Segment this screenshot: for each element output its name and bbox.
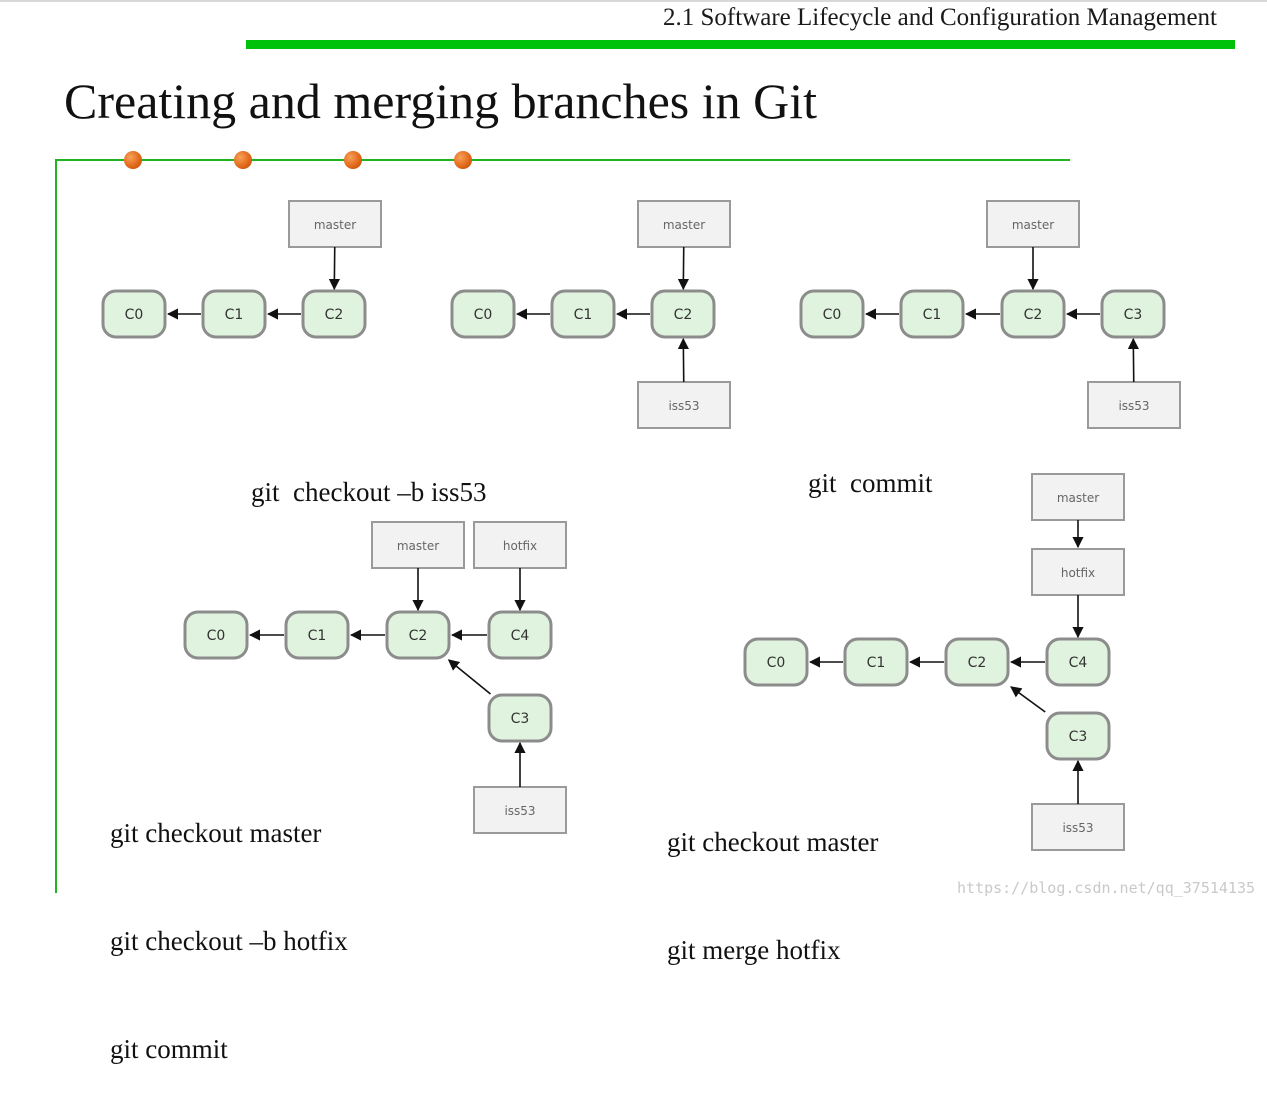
command-line: git checkout master	[110, 815, 348, 851]
commit-label: C2	[1024, 307, 1043, 323]
command-line: git commit	[808, 465, 933, 501]
commit-label: C4	[511, 628, 530, 644]
commit-label: C1	[225, 307, 244, 323]
commit-label: C1	[308, 628, 327, 644]
ref-label: iss53	[1118, 399, 1149, 413]
ref-label: hotfix	[503, 539, 537, 553]
commit-label: C1	[923, 307, 942, 323]
ref-label: master	[663, 218, 705, 232]
commit-label: C4	[1069, 655, 1088, 671]
command-block-merge: git checkout master git merge hotfix	[667, 752, 878, 1004]
command-line: git merge hotfix	[667, 932, 878, 968]
commit-label: C2	[409, 628, 428, 644]
diagram-panel-2: C0 C1 C2 master iss53	[452, 201, 730, 428]
diagram-panel-1: C0 C1 C2 master	[103, 201, 381, 337]
ref-label: master	[1057, 491, 1099, 505]
command-block-checkout-iss53: git checkout –b iss53	[251, 402, 486, 546]
command-block-hotfix: git checkout master git checkout –b hotf…	[110, 743, 348, 1103]
command-line: git checkout master	[667, 824, 878, 860]
commit-label: C3	[1124, 307, 1143, 323]
ref-label: master	[314, 218, 356, 232]
commit-label: C2	[968, 655, 987, 671]
commit-label: C2	[325, 307, 344, 323]
parent-arrow	[449, 660, 491, 694]
watermark: https://blog.csdn.net/qq_37514135	[957, 879, 1255, 897]
command-line: git checkout –b iss53	[251, 474, 486, 510]
command-block-commit: git commit	[808, 393, 933, 537]
commit-label: C0	[125, 307, 144, 323]
commit-label: C0	[823, 307, 842, 323]
command-line: git checkout –b hotfix	[110, 923, 348, 959]
commit-label: C3	[1069, 729, 1088, 745]
command-line: git commit	[110, 1031, 348, 1067]
commit-label: C0	[474, 307, 493, 323]
ref-label: iss53	[504, 804, 535, 818]
commit-label: C2	[674, 307, 693, 323]
commit-label: C0	[207, 628, 226, 644]
ref-label: iss53	[668, 399, 699, 413]
commit-label: C3	[511, 711, 530, 727]
commit-label: C1	[867, 655, 886, 671]
ref-label: hotfix	[1061, 566, 1095, 580]
ref-label: iss53	[1062, 821, 1093, 835]
parent-arrow	[1011, 687, 1045, 712]
ref-label: master	[1012, 218, 1054, 232]
commit-label: C1	[574, 307, 593, 323]
commit-label: C0	[767, 655, 786, 671]
